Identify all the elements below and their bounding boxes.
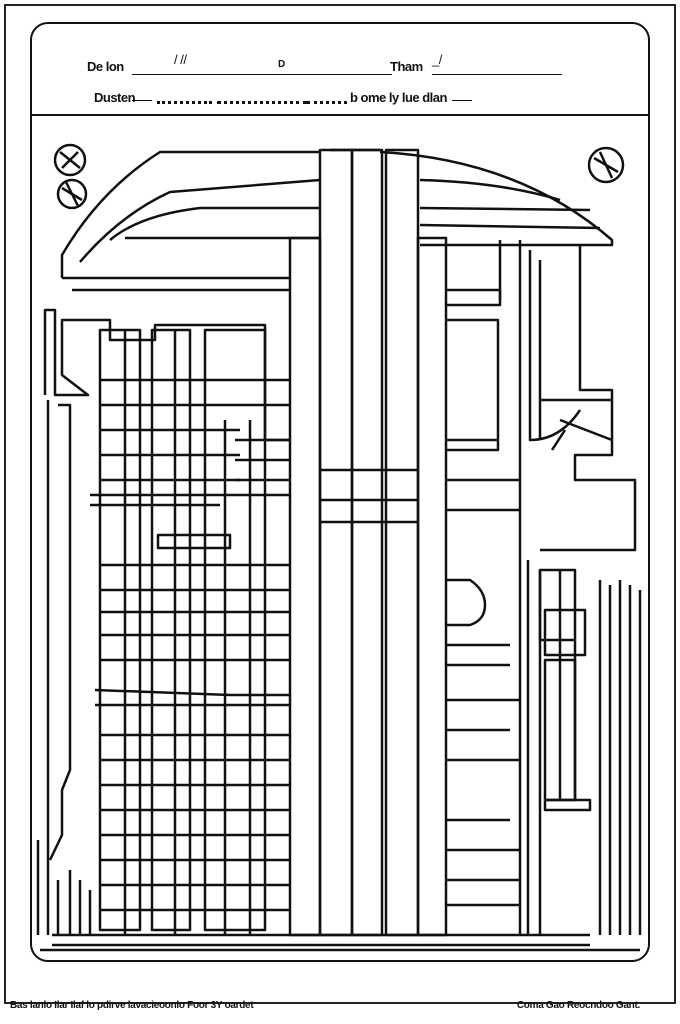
mid-mark: D <box>278 59 285 70</box>
footer-left-caption: Bas lanlo Ilar Ilaf lo pdirve lavacieoon… <box>10 1000 254 1011</box>
footer-right-caption: Coma Gao Reocndoo Gant. <box>516 1000 640 1011</box>
description-dots-2 <box>217 101 307 104</box>
description-text: b ome ly lue dlan <box>350 90 447 105</box>
time-field-line <box>432 74 562 75</box>
date-label: De lon <box>87 59 124 74</box>
description-label: Dusten <box>94 90 136 105</box>
time-scribble: _/ <box>432 52 442 67</box>
central-tower <box>288 148 448 937</box>
date-scribble: / // <box>174 52 187 67</box>
description-line-2 <box>452 100 472 101</box>
roof-dome <box>60 148 614 280</box>
mid-field-line <box>242 74 392 75</box>
building-base <box>40 933 640 952</box>
corner-ornament-right <box>587 146 625 184</box>
time-label: Tham <box>390 59 423 74</box>
date-field-line <box>132 74 242 75</box>
left-wing <box>36 288 290 935</box>
description-dots-1 <box>157 101 212 104</box>
description-dots-3 <box>307 101 347 104</box>
coloring-sheet-card: De lon / // D Tham _/ Dusten b ome ly lu… <box>30 22 650 962</box>
right-wing <box>446 240 642 935</box>
page-frame <box>4 4 676 1004</box>
sheet-header: De lon / // D Tham _/ Dusten b ome ly lu… <box>32 24 648 116</box>
description-line-1 <box>132 100 152 101</box>
corner-ornament-left <box>53 143 88 210</box>
